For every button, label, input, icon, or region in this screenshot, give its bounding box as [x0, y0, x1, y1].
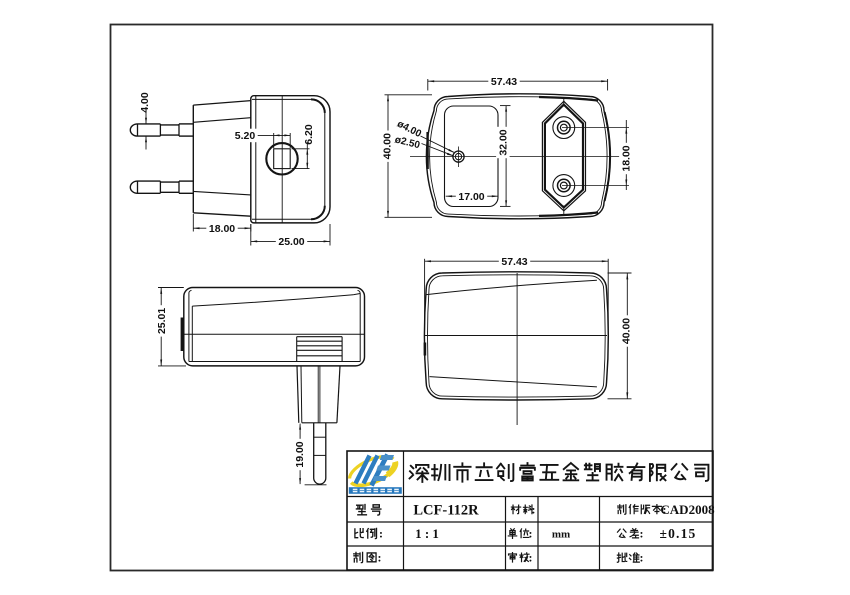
svg-text:25.00: 25.00 [278, 236, 304, 248]
svg-text::: : [529, 551, 533, 565]
svg-text:40.00: 40.00 [381, 133, 393, 159]
svg-text:32.00: 32.00 [497, 129, 509, 155]
svg-text:57.43: 57.43 [491, 76, 517, 88]
svg-text::: : [378, 551, 382, 565]
svg-text:25.01: 25.01 [156, 308, 168, 334]
svg-text::: : [529, 527, 533, 541]
svg-text:57.43: 57.43 [501, 256, 527, 268]
svg-text:17.00: 17.00 [458, 191, 484, 203]
svg-text::: : [640, 527, 644, 541]
svg-text:19.00: 19.00 [294, 441, 306, 467]
svg-text:5.20: 5.20 [235, 130, 256, 142]
svg-text::: : [663, 503, 667, 517]
svg-text::: : [532, 503, 536, 517]
svg-text:6.20: 6.20 [303, 124, 315, 145]
svg-text:40.00: 40.00 [620, 318, 632, 344]
svg-text:CAD2008: CAD2008 [660, 502, 715, 517]
svg-text:18.00: 18.00 [620, 145, 632, 171]
svg-text:18.00: 18.00 [209, 223, 235, 235]
svg-text:mm: mm [552, 529, 570, 541]
svg-text:1 : 1: 1 : 1 [415, 526, 439, 541]
svg-text::: : [379, 527, 383, 541]
svg-text:4.00: 4.00 [139, 92, 151, 113]
svg-text:LCF-112R: LCF-112R [413, 502, 479, 518]
svg-text:±0.15: ±0.15 [659, 526, 696, 541]
svg-text::: : [640, 551, 644, 565]
